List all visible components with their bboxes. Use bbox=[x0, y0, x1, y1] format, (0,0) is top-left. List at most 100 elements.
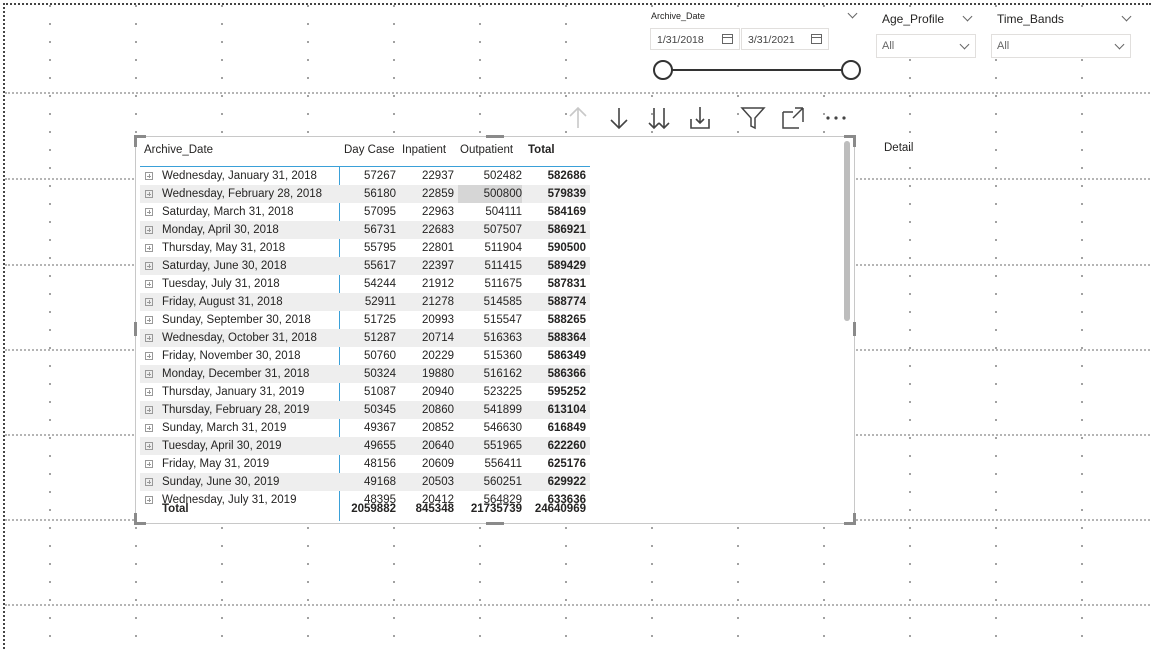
column-header-inpatient[interactable]: Inpatient bbox=[402, 144, 447, 156]
column-header-day-case[interactable]: Day Case bbox=[344, 144, 395, 156]
resize-handle[interactable] bbox=[134, 322, 137, 336]
expand-icon[interactable] bbox=[145, 370, 153, 378]
row-inpatient: 21912 bbox=[422, 278, 454, 290]
expand-icon[interactable] bbox=[145, 280, 153, 288]
scrollbar-thumb[interactable] bbox=[844, 141, 850, 321]
resize-handle[interactable] bbox=[853, 135, 856, 147]
row-day-case: 50345 bbox=[364, 404, 396, 416]
chevron-down-icon[interactable] bbox=[959, 39, 970, 50]
row-total: 622260 bbox=[547, 440, 586, 452]
expand-icon[interactable] bbox=[145, 190, 153, 198]
row-inpatient: 22859 bbox=[422, 188, 454, 200]
row-total: 586366 bbox=[547, 368, 586, 380]
expand-icon[interactable] bbox=[145, 478, 153, 486]
row-day-case: 49367 bbox=[364, 422, 396, 434]
column-header-archive-date[interactable]: Archive_Date bbox=[144, 144, 214, 156]
age-profile-slicer[interactable]: Age_Profile All bbox=[876, 8, 976, 58]
expand-icon[interactable] bbox=[145, 298, 153, 306]
double-down-arrow-icon[interactable] bbox=[644, 104, 674, 132]
expand-icon[interactable] bbox=[145, 442, 153, 450]
resize-handle[interactable] bbox=[134, 513, 137, 525]
date-range-track[interactable] bbox=[665, 69, 845, 71]
chevron-down-icon[interactable] bbox=[1114, 39, 1125, 50]
column-header-total[interactable]: Total bbox=[528, 144, 555, 156]
expand-icon[interactable] bbox=[145, 496, 153, 504]
expand-icon[interactable] bbox=[145, 424, 153, 432]
range-end-handle[interactable] bbox=[841, 60, 861, 80]
time-bands-dropdown[interactable]: All bbox=[991, 34, 1131, 58]
expand-icon[interactable] bbox=[145, 172, 153, 180]
resize-handle[interactable] bbox=[844, 522, 856, 525]
totals-day-case: 2059882 bbox=[351, 503, 396, 515]
header-divider bbox=[140, 166, 590, 167]
row-date: Friday, November 30, 2018 bbox=[162, 350, 301, 362]
calendar-icon[interactable] bbox=[722, 34, 733, 44]
more-options-icon[interactable] bbox=[821, 104, 851, 132]
row-date: Thursday, May 31, 2018 bbox=[162, 242, 286, 254]
row-day-case: 49168 bbox=[364, 476, 396, 488]
expand-icon[interactable] bbox=[145, 352, 153, 360]
expand-icon[interactable] bbox=[145, 316, 153, 324]
filter-icon[interactable] bbox=[738, 104, 768, 132]
resize-handle[interactable] bbox=[134, 522, 146, 525]
row-total: 586349 bbox=[547, 350, 586, 362]
expand-icon[interactable] bbox=[145, 244, 153, 252]
up-arrow-icon[interactable] bbox=[563, 104, 593, 132]
resize-handle[interactable] bbox=[134, 135, 146, 138]
archive-date-slicer[interactable]: Archive_Date 1/31/2018 3/31/2021 bbox=[645, 8, 863, 86]
row-outpatient: 502482 bbox=[483, 170, 522, 182]
resize-handle[interactable] bbox=[844, 135, 856, 138]
end-date-input[interactable]: 3/31/2021 bbox=[741, 28, 829, 50]
chevron-down-icon[interactable] bbox=[847, 8, 858, 19]
expand-icon[interactable] bbox=[145, 262, 153, 270]
row-total: 588774 bbox=[547, 296, 586, 308]
expand-icon[interactable] bbox=[145, 226, 153, 234]
start-date-input[interactable]: 1/31/2018 bbox=[650, 28, 740, 50]
range-start-handle[interactable] bbox=[653, 60, 673, 80]
row-outpatient: 564829 bbox=[483, 494, 522, 506]
time-bands-slicer[interactable]: Time_Bands All bbox=[991, 8, 1135, 58]
expand-icon[interactable] bbox=[145, 334, 153, 342]
expand-icon[interactable] bbox=[145, 406, 153, 414]
focus-mode-icon[interactable] bbox=[779, 104, 809, 132]
resize-handle[interactable] bbox=[486, 522, 504, 525]
calendar-icon[interactable] bbox=[811, 34, 822, 44]
expand-icon[interactable] bbox=[145, 460, 153, 468]
resize-handle[interactable] bbox=[853, 513, 856, 525]
column-header-outpatient[interactable]: Outpatient bbox=[460, 144, 514, 156]
down-arrow-icon[interactable] bbox=[604, 104, 634, 132]
age-profile-dropdown[interactable]: All bbox=[876, 34, 976, 58]
resize-handle[interactable] bbox=[134, 135, 137, 147]
row-total: 595252 bbox=[547, 386, 586, 398]
resize-handle[interactable] bbox=[486, 135, 504, 138]
grid-line bbox=[5, 604, 1150, 606]
expand-icon[interactable] bbox=[145, 208, 153, 216]
expand-icon[interactable] bbox=[145, 388, 153, 396]
row-day-case: 57267 bbox=[364, 170, 396, 182]
expand-hierarchy-icon[interactable] bbox=[685, 104, 715, 132]
chevron-down-icon[interactable] bbox=[962, 11, 973, 22]
resize-handle[interactable] bbox=[853, 322, 856, 336]
row-date: Thursday, February 28, 2019 bbox=[162, 404, 310, 416]
chevron-down-icon[interactable] bbox=[1121, 11, 1132, 22]
matrix-visual[interactable]: Archive_Date Day Case Inpatient Outpatie… bbox=[134, 135, 856, 525]
